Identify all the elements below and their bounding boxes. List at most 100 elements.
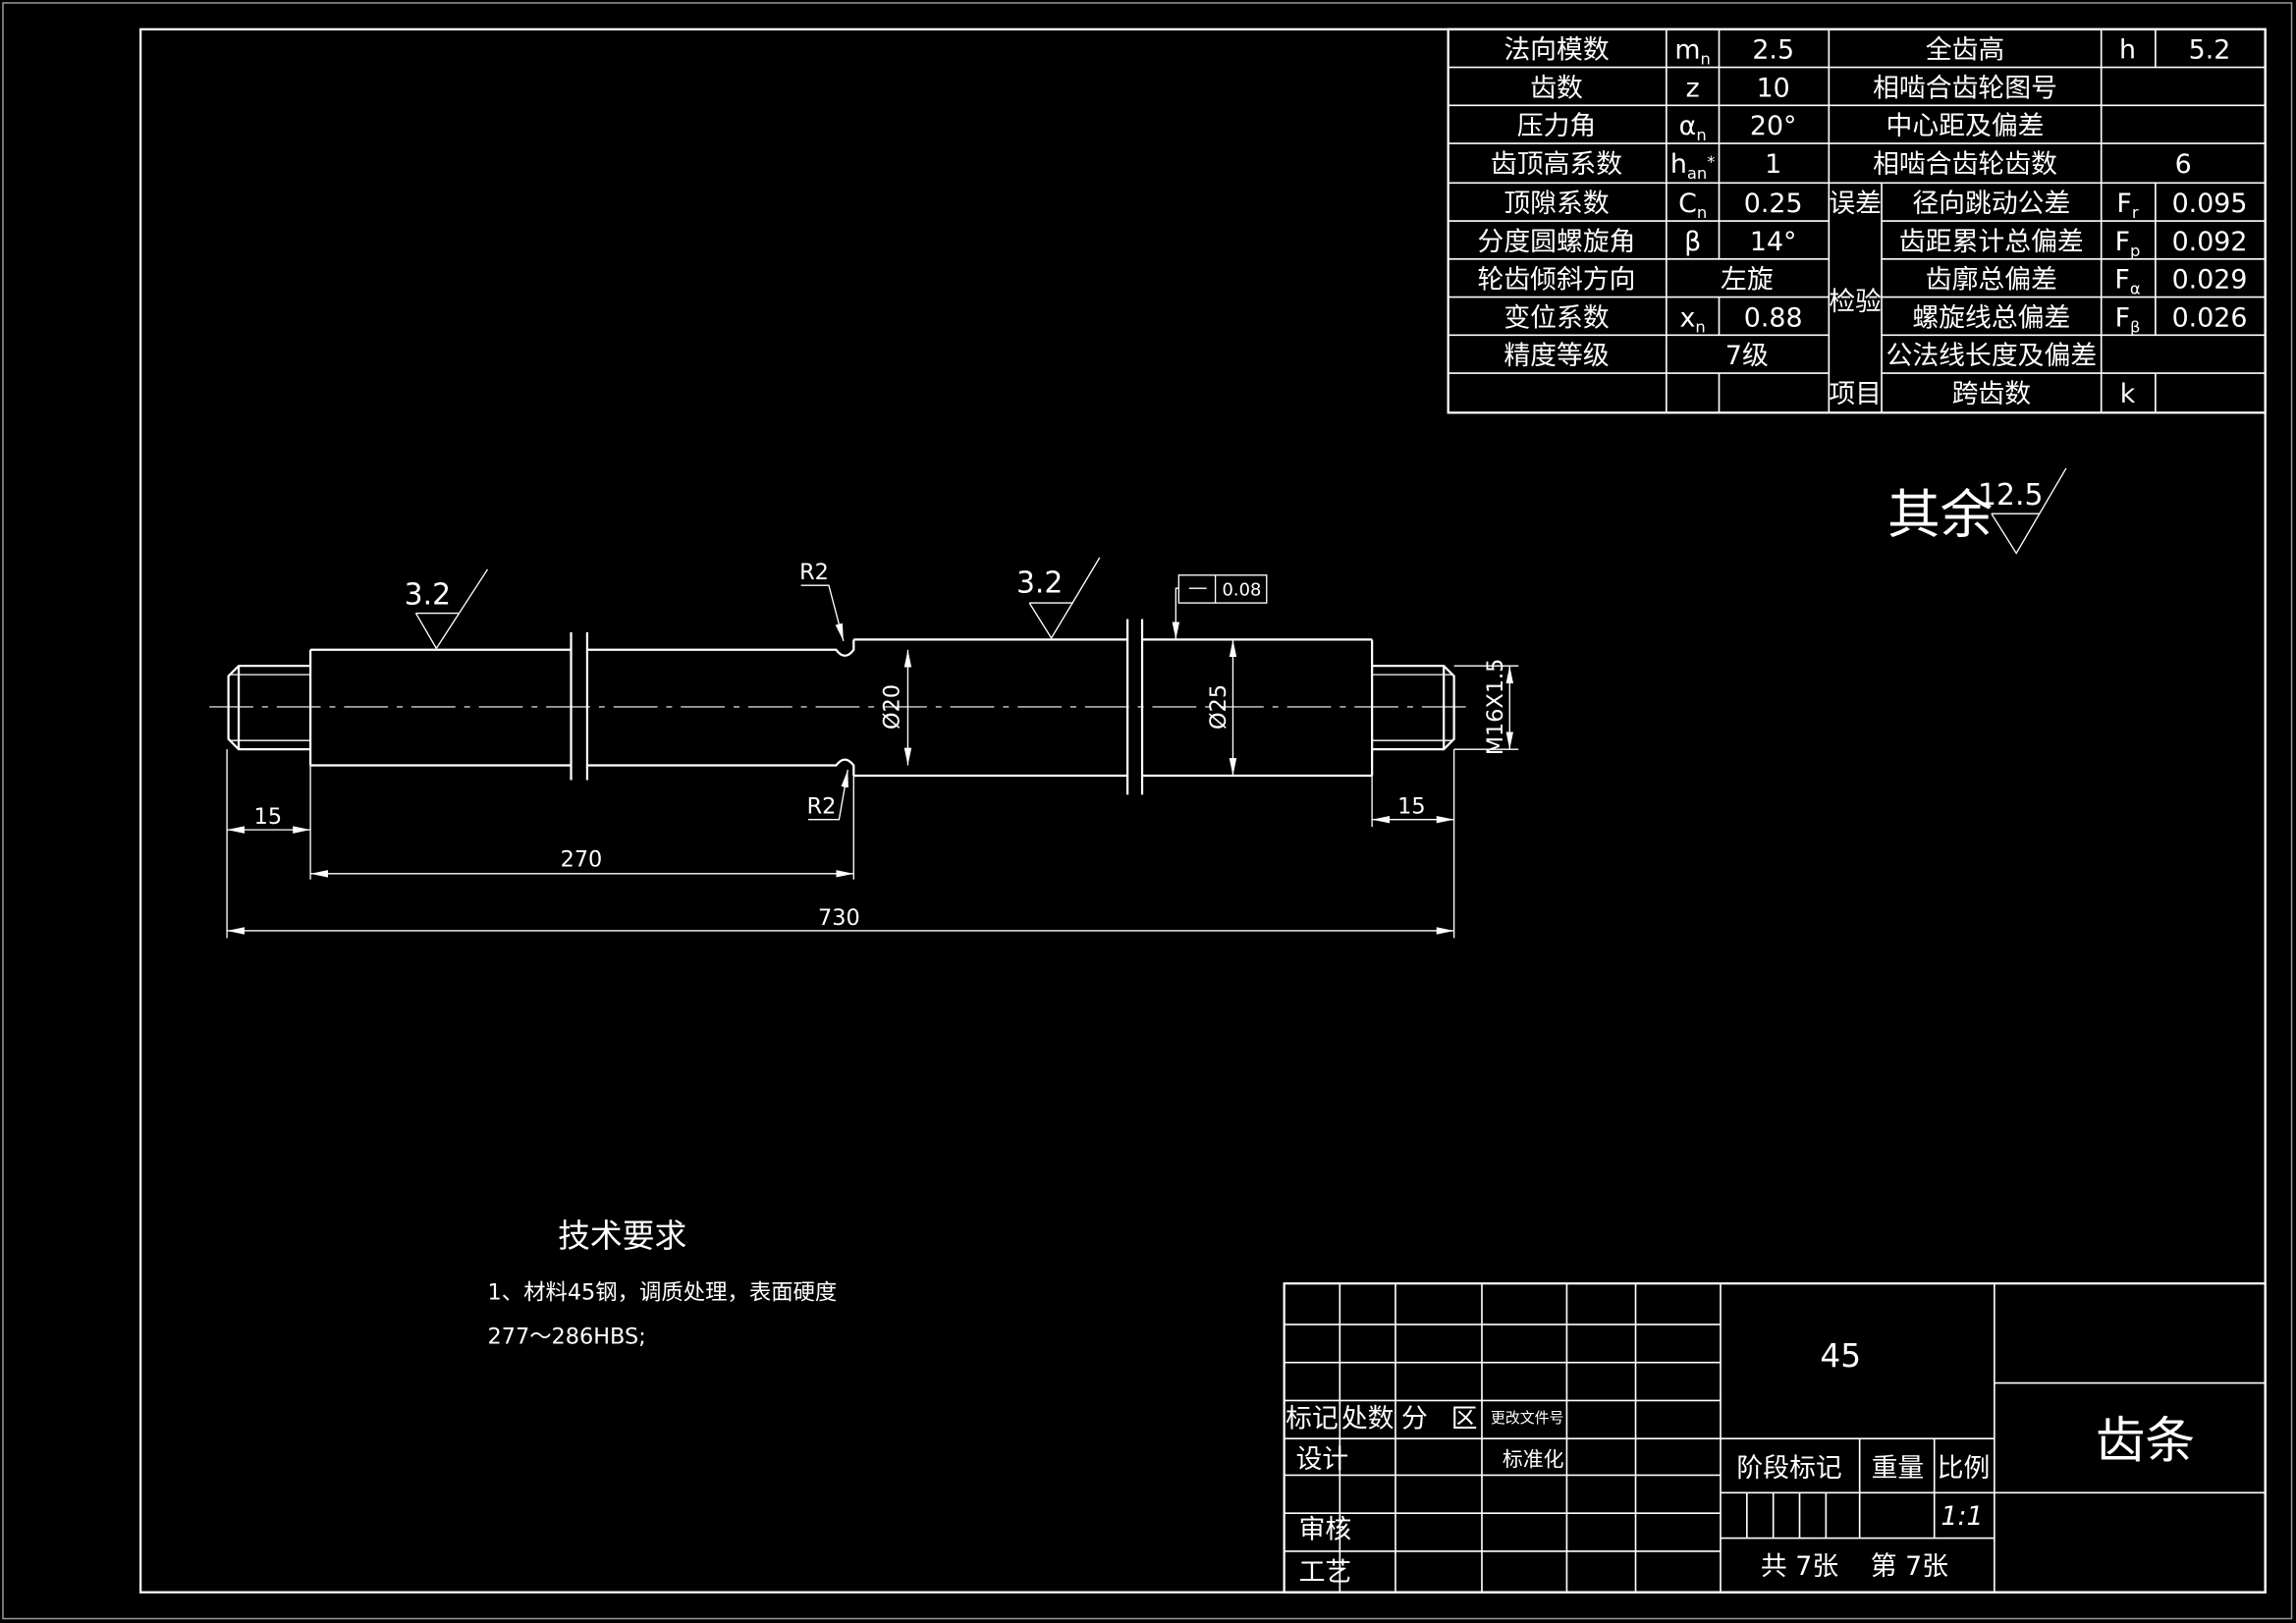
param-value: 7级: [1725, 341, 1769, 371]
diameter-text-large: Ø25: [1206, 684, 1231, 730]
roughness-symbol-icon: [1991, 467, 2067, 555]
inspection-value: 0.092: [2172, 227, 2248, 257]
dimension-text-body: 270: [561, 846, 603, 872]
role-process: 工艺: [1299, 1557, 1352, 1588]
shaft-section-left: [308, 639, 855, 776]
param-value: 5.2: [2189, 35, 2231, 66]
material-value: 45: [1820, 1337, 1861, 1375]
inspection-name: 公法线长度及偏差: [1886, 341, 2098, 371]
param-name: 中心距及偏差: [1886, 111, 2045, 141]
inspection-value: 0.029: [2172, 265, 2248, 296]
inspection-name: 齿距累计总偏差: [1899, 227, 2084, 257]
gear-parameter-table: 法向模数 mn 2.5 齿数 z 10 压力角 αn 20° 齿顶高系数 han…: [1447, 27, 2267, 414]
scale-value: 1:1: [1941, 1501, 1983, 1532]
param-symbol-base: x: [1680, 302, 1696, 333]
param-value: 0.25: [1744, 189, 1803, 219]
inspection-symbol-base: F: [2116, 189, 2131, 219]
tolerance-value: 0.08: [1223, 580, 1262, 601]
fillet-leader: [800, 584, 845, 642]
inspection-group-label: 误差: [1829, 189, 1882, 219]
scale-label: 比例: [1938, 1453, 1991, 1484]
change-header-doc-no: 更改文件号: [1491, 1409, 1563, 1427]
param-name: 变位系数: [1503, 302, 1610, 333]
param-symbol: han*: [1670, 149, 1716, 183]
inspection-name: 径向跳动公差: [1912, 189, 2070, 219]
param-symbol-sub: an: [1687, 164, 1707, 183]
dimension-text-right-thread: 15: [1397, 794, 1425, 820]
param-name: 法向模数: [1503, 35, 1610, 66]
tech-requirement-line: 1、材料45钢，调质处理，表面硬度: [488, 1280, 838, 1306]
inspection-symbol-sub: p: [2130, 242, 2140, 260]
weight-label: 重量: [1872, 1453, 1925, 1484]
right-thread-root-lines: [1372, 674, 1453, 741]
param-symbol: αn: [1679, 111, 1707, 144]
param-value: 14°: [1750, 227, 1797, 257]
param-value: 20°: [1750, 111, 1797, 141]
param-symbol-base: α: [1679, 111, 1697, 141]
param-name: 全齿高: [1926, 35, 2004, 66]
param-name: 相啮合齿轮齿数: [1873, 149, 2057, 180]
params-left-rows: 法向模数 mn 2.5 齿数 z 10 压力角 αn 20° 齿顶高系数 han…: [1478, 35, 1803, 372]
inspection-group-label: 项目: [1829, 379, 1882, 409]
param-symbol-sub: n: [1695, 317, 1705, 336]
stage-mark-label: 阶段标记: [1736, 1453, 1841, 1484]
dimension-text-left-thread: 15: [254, 804, 282, 830]
param-value: 0.88: [1744, 302, 1803, 333]
param-symbol-base: C: [1678, 189, 1697, 219]
param-symbol-sub: n: [1696, 126, 1706, 144]
roughness-mark-right: 3.2: [1016, 557, 1101, 640]
param-symbol: β: [1684, 227, 1701, 257]
param-name: 相啮合齿轮图号: [1873, 73, 2057, 103]
diameter-text-small: Ø20: [880, 684, 905, 730]
inspection-symbol: Fp: [2115, 227, 2141, 260]
change-header-zone-1: 分: [1401, 1403, 1428, 1434]
shaft-view: [209, 619, 1472, 795]
fillet-callout-top: R2: [799, 560, 845, 642]
param-symbol: z: [1686, 73, 1700, 103]
param-symbol-sup: *: [1707, 152, 1715, 171]
thread-spec-text: M16X1.5: [1483, 659, 1508, 756]
drawing-frame: [139, 27, 2267, 1594]
change-header-mark: 标记: [1285, 1403, 1339, 1434]
param-symbol: mn: [1674, 35, 1711, 69]
other-surfaces-label: 其余: [1887, 484, 1993, 546]
param-symbol-sub: n: [1701, 50, 1711, 69]
param-symbol-sub: n: [1697, 203, 1707, 222]
inspection-value: 0.026: [2172, 302, 2248, 333]
right-thread-outline: [1372, 665, 1455, 751]
param-symbol-base: m: [1674, 35, 1700, 66]
inspection-symbol-base: F: [2115, 227, 2130, 257]
inspection-items: 误差 检验 项目 径向跳动公差 Fr 0.095 齿距累计总偏差 Fp 0.09…: [1829, 189, 2247, 409]
param-name: 齿顶高系数: [1491, 149, 1622, 180]
title-block: 标记 处数 分 区 更改文件号 设计 标准化 审核 工艺 45 阶段标记 重量 …: [1283, 1282, 2267, 1594]
change-header-zone-2: 区: [1451, 1403, 1478, 1434]
param-name: 齿数: [1530, 73, 1583, 103]
fillet-callout-bottom: R2: [807, 769, 848, 821]
param-name: 精度等级: [1503, 341, 1609, 371]
form-tolerance-frame: 0.08: [1172, 574, 1268, 640]
params-right-rows: 全齿高 h 5.2 相啮合齿轮图号 中心距及偏差 相啮合齿轮齿数 6: [1873, 35, 2230, 180]
left-thread-root-lines: [230, 674, 311, 741]
inspection-name: 齿廓总偏差: [1926, 265, 2057, 296]
sheet-index: 第 7张: [1871, 1551, 1948, 1582]
left-thread-outline: [227, 665, 311, 751]
inspection-symbol: Fβ: [2115, 302, 2141, 336]
role-design: 设计: [1296, 1444, 1349, 1475]
param-symbol: xn: [1680, 302, 1706, 336]
inspection-symbol: k: [2120, 379, 2136, 409]
inspection-symbol: Fr: [2116, 189, 2138, 222]
shaft-section-right: [853, 638, 1374, 778]
inspection-symbol-sub: α: [2130, 280, 2141, 298]
inspection-symbol-base: F: [2115, 302, 2130, 333]
title-block-grid: [1284, 1283, 2266, 1593]
fillet-label: R2: [799, 560, 829, 585]
param-value: 左旋: [1721, 265, 1774, 296]
tolerance-frame-box: [1177, 574, 1268, 604]
sheet-total: 共 7张: [1761, 1551, 1838, 1582]
fillet-label: R2: [807, 794, 837, 820]
tech-requirement-line: 277～286HBS;: [488, 1324, 646, 1349]
tolerance-leader: [1172, 587, 1180, 640]
inspection-value: 0.095: [2172, 189, 2248, 219]
